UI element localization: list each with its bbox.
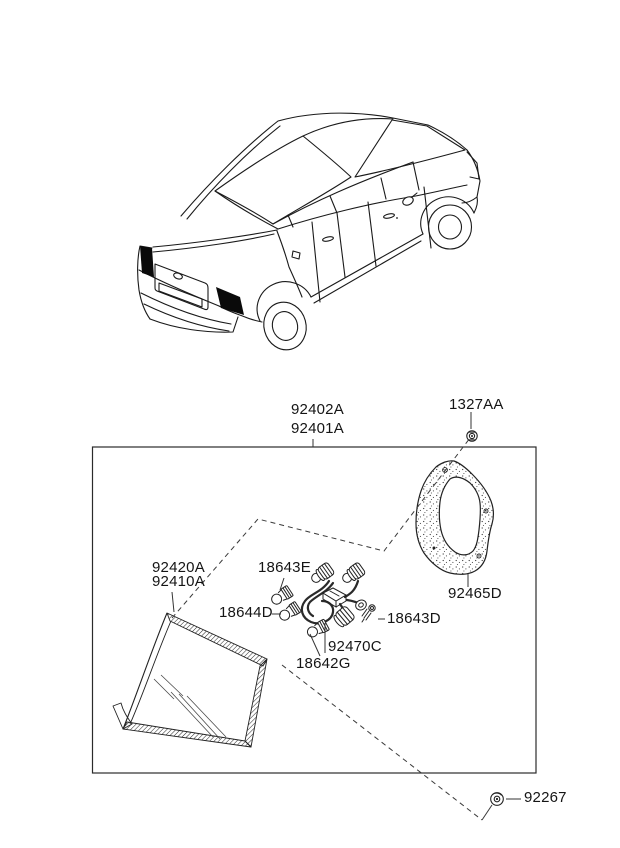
- vehicle-illustration: [137, 112, 481, 351]
- lens-reflection-lines: [153, 674, 227, 740]
- car-right-tail-lamp-highlight: [216, 287, 244, 315]
- car-front-wheel: [427, 204, 473, 250]
- part-label-lens-assembly: 92420A 92410A: [152, 559, 205, 590]
- car-left-tail-lamp-highlight: [140, 246, 154, 277]
- part-number: 92420A: [152, 559, 205, 576]
- part-number: 18643D: [387, 610, 441, 627]
- nut-top-icon: [466, 430, 478, 442]
- part-number: 92470C: [328, 638, 382, 655]
- car-badge: [173, 272, 183, 280]
- part-label-lamp-assembly: 92402A 92401A: [291, 400, 344, 438]
- part-number: 1327AA: [449, 396, 504, 413]
- bulb-socket: [311, 562, 335, 583]
- part-label-nut-bottom: 92267: [524, 789, 567, 806]
- part-number: 18643E: [258, 559, 311, 576]
- wiring-harness-drawing: [300, 562, 376, 628]
- car-license-recess: [154, 263, 209, 311]
- nut-bottom-icon: [490, 792, 504, 806]
- part-number: 92402A: [291, 401, 344, 418]
- bulb-holder-socket: [333, 606, 355, 628]
- part-number: 92465D: [448, 585, 502, 602]
- tail-lamp-lens-drawing: [112, 612, 268, 748]
- part-label-nut-top: 1327AA: [449, 396, 504, 413]
- part-number: 92410A: [152, 572, 205, 590]
- bulb-socket: [342, 562, 366, 583]
- part-label-bulb-small: 18643E: [258, 559, 311, 576]
- car-rear-wheel: [263, 301, 307, 351]
- car-rear-window: [214, 135, 352, 225]
- part-number: 92267: [524, 789, 567, 806]
- car-windshield: [354, 119, 466, 178]
- car-mirror: [402, 196, 414, 206]
- harness-connector: [321, 587, 348, 608]
- screw-drawing: [361, 604, 376, 623]
- car-roofline: [180, 112, 468, 217]
- gasket-pad-drawing: [415, 460, 494, 575]
- parts-box-frame: [91, 446, 537, 774]
- bulbs-drawing: [271, 585, 330, 638]
- part-label-bulb-holder: 92470C: [328, 638, 382, 655]
- assembly-dashed-lines: [171, 437, 493, 821]
- part-number: 18642G: [296, 655, 351, 672]
- part-label-bulb-wedge: 18642G: [296, 655, 351, 672]
- part-number: 92401A: [291, 420, 344, 437]
- bulb-18644D: [279, 601, 302, 621]
- bulb-18643E: [271, 585, 294, 605]
- socket-ring: [355, 599, 367, 611]
- part-number: 18644D: [219, 604, 273, 621]
- part-label-bulb-large: 18644D: [219, 604, 273, 621]
- part-label-screw: 18643D: [387, 610, 441, 627]
- car-beltline: [277, 184, 468, 230]
- label-leader-lines: [171, 412, 521, 800]
- part-label-pad: 92465D: [448, 585, 502, 602]
